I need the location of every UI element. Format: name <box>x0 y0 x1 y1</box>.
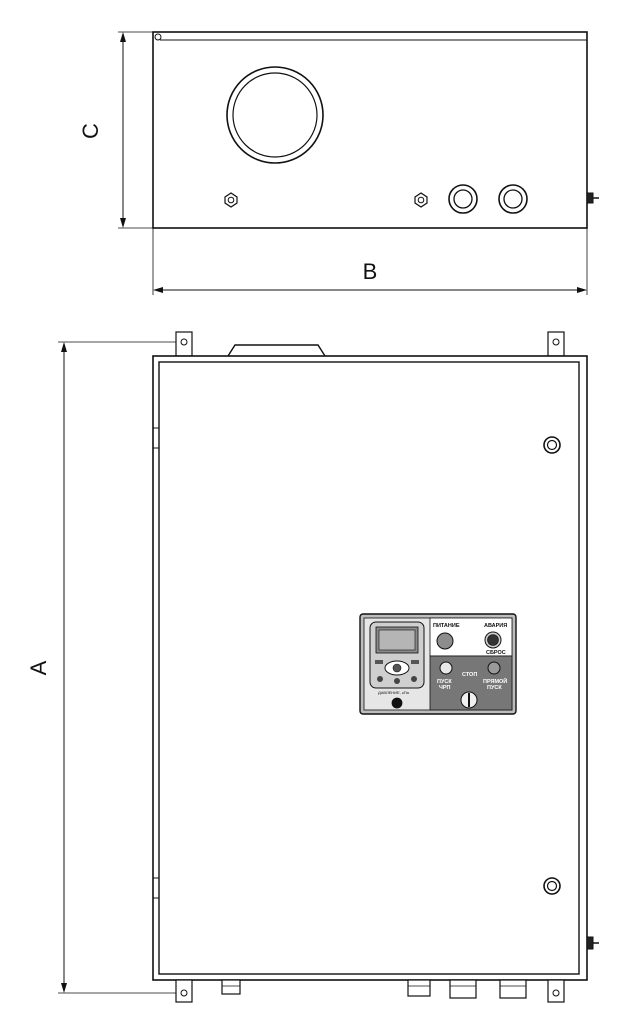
front-view <box>58 331 599 1003</box>
power-lamp <box>436 632 454 650</box>
pressure-label: ДАВЛЕНИЕ, кПа <box>378 690 410 695</box>
top-view-body <box>152 31 588 229</box>
reset-label: СБРОС <box>486 650 506 656</box>
pressure-knob[interactable] <box>391 697 403 709</box>
start-vfd-label-line1: ПУСК <box>437 679 452 685</box>
control-panel <box>359 613 517 715</box>
mounting-tab-top-right <box>547 331 565 357</box>
bottom-gland-2 <box>449 979 477 999</box>
front-side-bolt <box>586 936 599 950</box>
alarm-reset-button[interactable] <box>484 631 502 649</box>
top-view-small-nut-right <box>414 192 428 208</box>
vfd-keypad[interactable] <box>369 621 425 689</box>
door-hinge-bottom <box>152 877 160 899</box>
top-view-small-nut-left <box>224 192 238 208</box>
direct-start-label-line1: ПРЯМОЙ <box>483 677 507 685</box>
top-view-fan-opening-inner <box>232 72 318 158</box>
direct-start-label-line2: ПУСК <box>487 685 502 691</box>
alarm-label: АВАРИЯ <box>484 623 507 629</box>
dimension-a-label: A <box>26 660 51 675</box>
dimension-a-line <box>58 341 176 994</box>
start-vfd-label-line2: ЧРП <box>439 685 451 691</box>
top-view-cable-gland-1 <box>448 184 478 214</box>
dimension-c-line <box>118 31 153 229</box>
door-lock-top <box>543 436 561 454</box>
bottom-gland-3 <box>499 979 527 999</box>
mounting-tab-top-left <box>175 331 193 357</box>
dimension-c-label: C <box>78 123 103 139</box>
dimension-b-line <box>152 228 588 295</box>
top-handle <box>227 344 326 357</box>
top-view-fan-opening <box>226 66 324 164</box>
stop-selector-switch[interactable] <box>460 691 478 709</box>
start-vfd-button[interactable] <box>439 661 453 675</box>
top-view <box>118 31 599 295</box>
top-view-side-bolt <box>586 192 599 204</box>
top-view-corner-screw <box>154 33 162 41</box>
top-view-cable-gland-2 <box>498 184 528 214</box>
mounting-tab-bottom-left <box>175 979 193 1003</box>
power-label: ПИТАНИЕ <box>433 623 460 629</box>
door-hinge-top <box>152 427 160 449</box>
bottom-gland-small <box>221 979 241 995</box>
stop-label: СТОП <box>462 672 477 678</box>
mounting-tab-bottom-right <box>547 979 565 1003</box>
direct-start-button[interactable] <box>487 661 501 675</box>
door-lock-bottom <box>543 877 561 895</box>
dimension-b-label: B <box>363 259 378 284</box>
bottom-gland-1 <box>407 979 431 997</box>
